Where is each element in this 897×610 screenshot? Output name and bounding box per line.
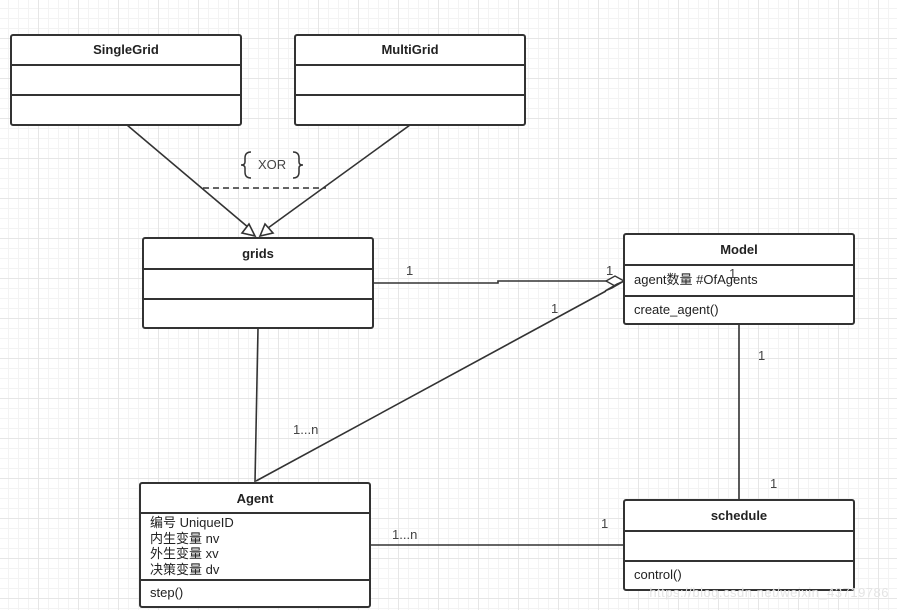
class-grids[interactable]: grids: [142, 237, 374, 329]
aggregation-agent-model-diamond: [604, 280, 625, 292]
xor-constraint-label: XOR: [258, 157, 287, 172]
multiplicity-model-inner: 1: [729, 266, 737, 281]
agent-attribute-nv: 内生变量 nv: [150, 530, 220, 546]
agent-method-step: step(): [150, 585, 184, 600]
association-grids-agent: [254, 327, 259, 483]
class-model[interactable]: Model agent数量 #OfAgents create_agent(): [623, 233, 855, 325]
xor-left-brace: [240, 151, 252, 179]
class-singlegrid-name: SingleGrid: [12, 36, 240, 66]
class-agent[interactable]: Agent 编号 UniqueID 内生变量 nv 外生变量 xv 决策变量 d…: [139, 482, 371, 608]
class-agent-name: Agent: [141, 484, 369, 514]
class-multigrid-attributes: [296, 66, 524, 96]
class-schedule-attributes: [625, 532, 853, 562]
class-multigrid-methods: [296, 96, 524, 124]
class-multigrid[interactable]: MultiGrid: [294, 34, 526, 126]
agent-attribute-xv: 外生变量 xv: [150, 546, 219, 561]
class-singlegrid-attributes: [12, 66, 240, 96]
association-grids-model: [373, 280, 615, 284]
agent-attribute-unique-id: 编号 UniqueID: [150, 515, 234, 530]
schedule-method-control: control(): [634, 567, 682, 582]
model-attribute-agent-count: agent数量 #OfAgents: [634, 272, 758, 287]
class-agent-attributes: 编号 UniqueID 内生变量 nv 外生变量 xv 决策变量 dv: [141, 514, 369, 581]
aggregation-agent-model: [255, 290, 607, 482]
multiplicity-model-schedule-model-end: 1: [758, 348, 766, 363]
multiplicity-agent-schedule-schedule-end: 1: [601, 516, 609, 531]
generalization-arrowhead-multigrid: [258, 222, 275, 238]
multiplicity-grids-model-model-end: 1: [606, 263, 614, 278]
class-schedule-methods: control(): [625, 562, 853, 589]
class-grids-attributes: [144, 270, 372, 300]
class-schedule[interactable]: schedule control(): [623, 499, 855, 591]
class-grids-methods: [144, 300, 372, 327]
model-method-create-agent: create_agent(): [634, 302, 719, 317]
class-model-attributes: agent数量 #OfAgents: [625, 266, 853, 297]
multiplicity-grids-agent-agent-end: 1...n: [293, 422, 319, 437]
class-schedule-name: schedule: [625, 501, 853, 532]
class-singlegrid-methods: [12, 96, 240, 124]
class-agent-methods: step(): [141, 581, 369, 606]
multiplicity-grids-model-grids-end: 1: [406, 263, 414, 278]
class-model-name: Model: [625, 235, 853, 266]
multiplicity-model-schedule-schedule-end: 1: [770, 476, 778, 491]
multiplicity-agent-model-model-end: 1: [551, 301, 559, 316]
multiplicity-agent-schedule-agent-end: 1...n: [392, 527, 418, 542]
agent-attribute-dv: 决策变量 dv: [150, 561, 220, 577]
xor-right-brace: [292, 151, 304, 179]
generalization-line-singlegrid: [126, 124, 250, 229]
watermark-url: https://blog.csdn.net/weixin_43719786: [649, 585, 889, 600]
class-multigrid-name: MultiGrid: [296, 36, 524, 66]
class-grids-name: grids: [144, 239, 372, 270]
class-singlegrid[interactable]: SingleGrid: [10, 34, 242, 126]
generalization-arrowhead-singlegrid: [240, 222, 257, 238]
generalization-line-multigrid: [267, 124, 411, 229]
class-model-methods: create_agent(): [625, 297, 853, 323]
